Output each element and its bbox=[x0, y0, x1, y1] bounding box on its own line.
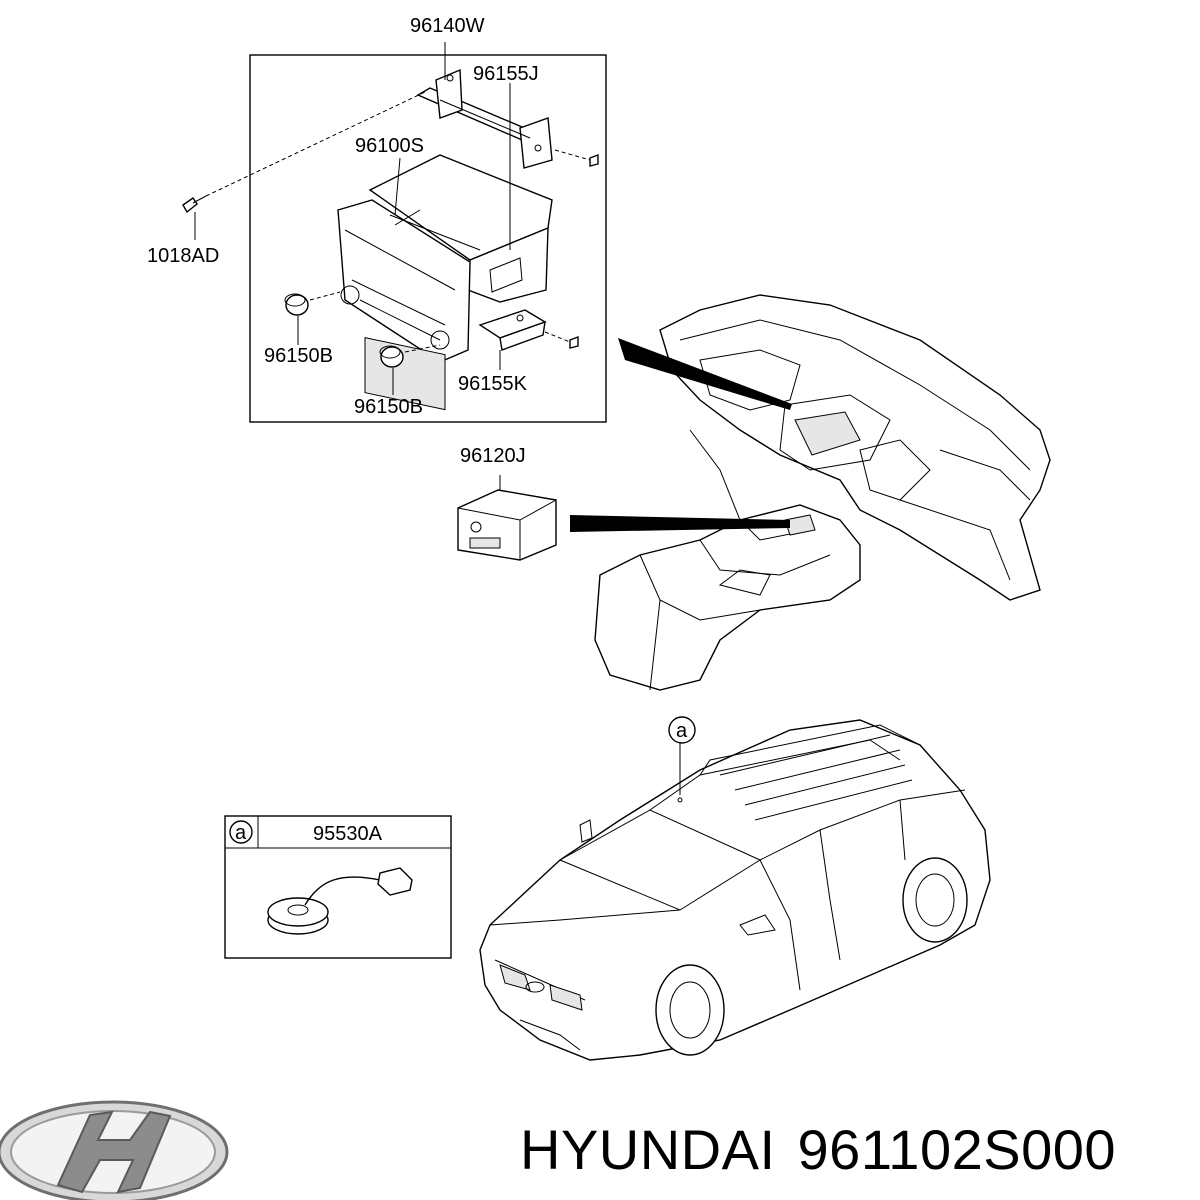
knob-drawing-2 bbox=[379, 345, 404, 368]
lower-bracket-drawing bbox=[478, 309, 547, 351]
head-unit-drawing bbox=[337, 154, 553, 411]
audio-group-frame bbox=[249, 54, 607, 423]
antenna-box-letter: a bbox=[235, 822, 247, 844]
audio-unit-group bbox=[182, 42, 607, 423]
label-95530a: 95530A bbox=[313, 823, 383, 845]
label-96100s: 96100S bbox=[355, 135, 424, 157]
dashboard-drawing bbox=[659, 294, 1051, 601]
upper-bracket-drawing bbox=[416, 60, 553, 169]
pointer-to-head-unit bbox=[618, 338, 792, 410]
label-96150b-2: 96150B bbox=[354, 396, 423, 418]
knob-drawing-1 bbox=[284, 293, 309, 316]
antenna-part-drawing bbox=[267, 867, 413, 935]
console-drawing bbox=[594, 504, 861, 691]
footer-part-title: HYUNDAI 961102S000 bbox=[520, 1105, 1116, 1195]
label-1018ad: 1018AD bbox=[147, 245, 219, 267]
label-96155k: 96155K bbox=[458, 373, 528, 395]
part-number: 961102S000 bbox=[797, 1118, 1117, 1181]
aux-jack-drawing bbox=[457, 475, 557, 561]
brand-name: HYUNDAI bbox=[520, 1118, 776, 1181]
hyundai-logo-icon bbox=[0, 1100, 229, 1200]
antenna-callout-circle bbox=[668, 716, 696, 744]
screw-drawing bbox=[182, 195, 207, 214]
label-96150b-1: 96150B bbox=[264, 345, 333, 367]
vehicle-drawing bbox=[479, 719, 991, 1061]
antenna-detail-box bbox=[224, 815, 452, 959]
label-96120j: 96120J bbox=[460, 445, 526, 467]
antenna-callout-letter: a bbox=[676, 720, 688, 742]
label-96155j: 96155J bbox=[473, 63, 539, 85]
pointer-to-aux-jack bbox=[570, 515, 790, 532]
label-96140w: 96140W bbox=[410, 15, 485, 37]
